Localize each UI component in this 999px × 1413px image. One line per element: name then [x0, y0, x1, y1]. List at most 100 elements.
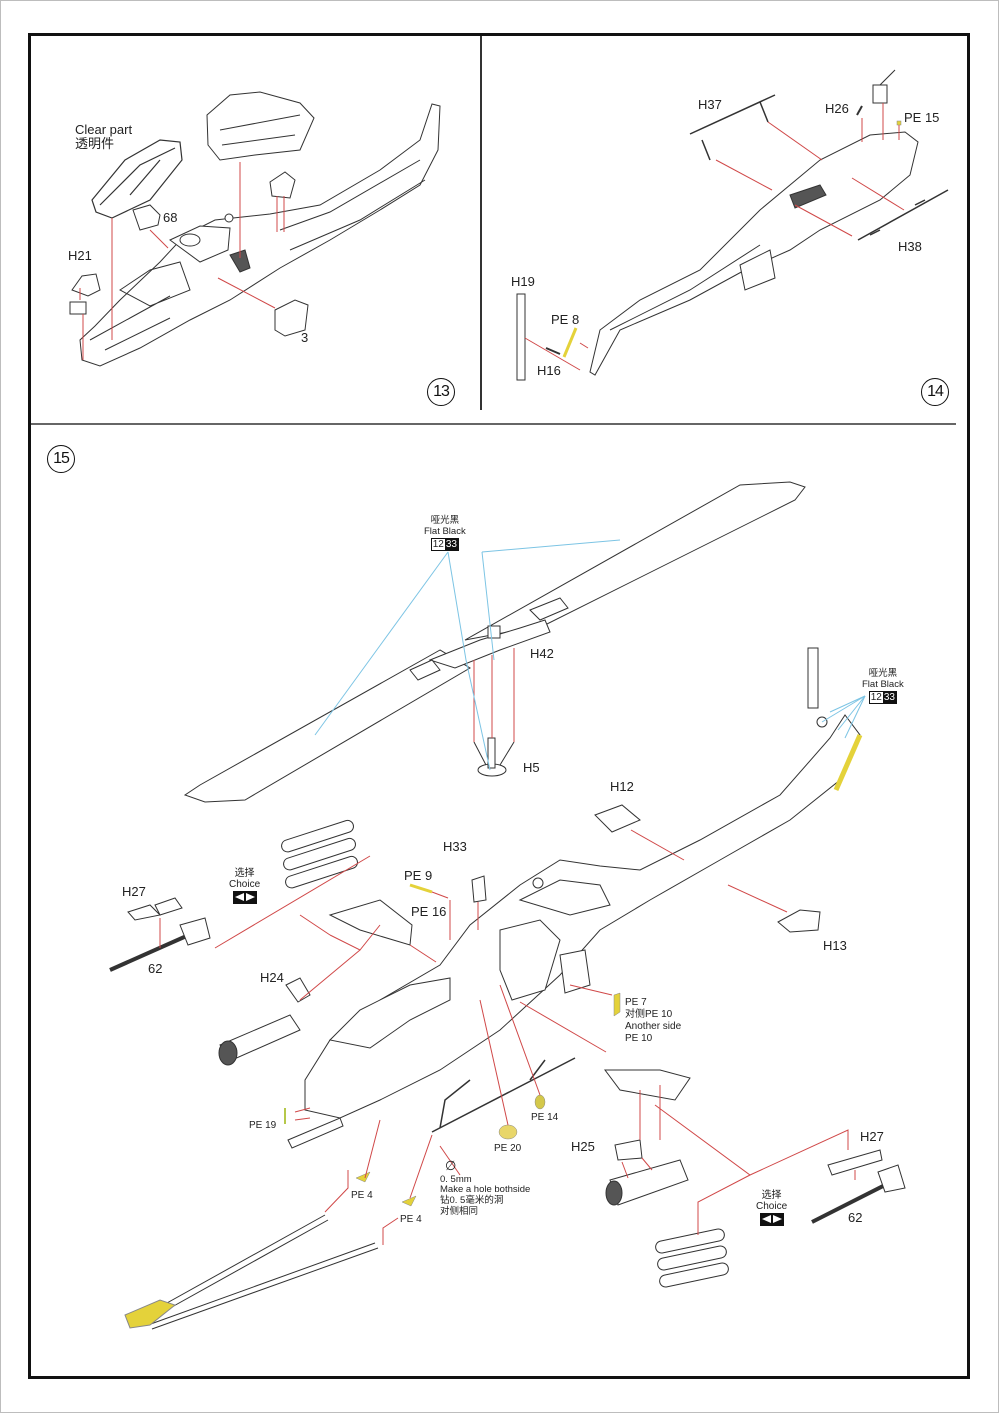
choice-arrows-icon	[232, 891, 257, 904]
step15-part-pe4-a	[355, 1171, 371, 1183]
label-part-pe8: PE 8	[551, 312, 580, 327]
label-clear-part: Clear part	[75, 122, 133, 137]
step15-right-rocket-pod	[655, 1228, 729, 1288]
label-part-68: 68	[163, 210, 178, 225]
label-part-h38: H38	[898, 239, 922, 254]
step15-right-gun-pod	[605, 1159, 689, 1206]
label-part-h33: H33	[443, 839, 467, 854]
step13-part-68	[132, 204, 161, 231]
step15-main-rotor-blades	[183, 481, 806, 803]
step13-leader-lines	[79, 162, 285, 360]
step14-skid-h38	[857, 189, 949, 241]
step15-boarding-step-struts	[124, 1214, 379, 1330]
choice-label-cn: 选择	[761, 1190, 782, 1201]
step13-clear-canopy	[91, 139, 183, 219]
step13-fin-part	[269, 171, 296, 199]
step14-helicopter-underside	[589, 131, 919, 376]
label-part-pe15: PE 15	[904, 110, 940, 125]
label-part-pe9: PE 9	[404, 868, 433, 883]
step13-part-h21-block	[69, 301, 87, 315]
step15-part-pe20	[498, 1124, 518, 1140]
step15-part-pe7	[613, 992, 621, 1017]
step14-part-pe15	[896, 120, 902, 126]
step14-leader-lines	[524, 103, 905, 371]
label-part-pe16: PE 16	[411, 904, 447, 919]
step13-engine-cover	[206, 91, 315, 161]
step15-part-pe4-b	[401, 1195, 417, 1207]
instruction-frame	[28, 33, 970, 1379]
hole-note-cn-1: 钻0. 5毫米的洞	[440, 1195, 504, 1206]
label-part-62-right: 62	[848, 1210, 863, 1225]
step15-part-h12	[594, 804, 641, 833]
label-part-h21: H21	[68, 248, 92, 263]
step15-paint-leader-lines	[314, 539, 866, 771]
label-part-h42: H42	[530, 646, 554, 661]
label-part-h12: H12	[610, 779, 634, 794]
label-pe7-other-side-en: Another side	[625, 1021, 682, 1032]
step15-helicopter-body	[304, 714, 861, 1119]
label-part-h5: H5	[523, 760, 540, 775]
step-number-15: 15	[47, 445, 75, 473]
step14-skid-h37	[689, 94, 776, 161]
hole-diameter-symbol: ∅	[445, 1158, 457, 1173]
step13-helicopter-fuselage	[79, 103, 441, 367]
step14-part-h19	[516, 293, 526, 381]
choice-label-en: Choice	[229, 879, 261, 890]
step15-nose-gun	[287, 1117, 344, 1149]
choice-arrows-icon	[759, 1213, 784, 1226]
step15-right-missile	[811, 1149, 906, 1224]
label-part-h24: H24	[260, 970, 284, 985]
step15-left-rocket-pod	[281, 819, 358, 889]
choice-label-en: Choice	[756, 1201, 788, 1212]
step15-left-gun-pod-h24	[218, 977, 311, 1066]
step13-part-h21-cap	[71, 273, 101, 297]
step15-part-h33	[471, 875, 487, 903]
label-part-pe7: PE 7	[625, 997, 647, 1008]
step13-part-3	[274, 299, 309, 337]
step15-h25-rack	[614, 1139, 643, 1161]
step-number-14: 14	[921, 378, 949, 406]
label-part-h26: H26	[825, 101, 849, 116]
label-part-pe19: PE 19	[249, 1120, 277, 1131]
hole-size-note: 0. 5mm	[440, 1174, 472, 1185]
step15-left-missile	[109, 897, 211, 972]
label-pe7-other-side-cn: 对侧PE 10	[625, 1009, 673, 1020]
step15-right-pylon	[604, 1069, 691, 1101]
choice-callout-left: 选择 Choice	[229, 868, 260, 904]
label-part-h37: H37	[698, 97, 722, 112]
paint-name-en: Flat Black	[424, 526, 466, 537]
step15-part-h13	[777, 909, 821, 933]
label-clear-part-cn: 透明件	[75, 136, 115, 151]
step15-rotor-hub-h42	[409, 597, 569, 681]
step14-part-h16	[545, 347, 561, 355]
step15-part-pe14	[534, 1094, 546, 1110]
label-part-pe4-b: PE 4	[400, 1214, 422, 1225]
step15-tail-pe-strip	[833, 734, 863, 791]
step15-leader-lines	[159, 648, 856, 1245]
label-part-h13: H13	[823, 938, 847, 953]
step14-rotor-mast	[872, 69, 896, 104]
choice-callout-right: 选择 Choice	[756, 1190, 787, 1226]
label-part-h27-right: H27	[860, 1129, 884, 1144]
step15-skid-gear	[431, 1057, 576, 1133]
paint-name-cn: 哑光黑	[430, 515, 460, 526]
step-number-13: 13	[427, 378, 455, 406]
label-part-pe4-a: PE 4	[351, 1190, 373, 1201]
paint-name-en: Flat Black	[862, 679, 904, 690]
label-part-pe20: PE 20	[494, 1143, 522, 1154]
label-part-h25: H25	[571, 1139, 595, 1154]
step14-part-h26	[856, 105, 863, 116]
step15-rotor-mast-h5	[473, 737, 515, 777]
choice-label-cn: 选择	[234, 868, 255, 879]
step15-part-pe9	[409, 883, 433, 894]
step15-left-pylon	[328, 899, 413, 946]
label-part-62-left: 62	[148, 961, 163, 976]
hole-note-en: Make a hole bothside	[440, 1184, 531, 1195]
label-part-pe14: PE 14	[531, 1112, 559, 1123]
label-part-3: 3	[301, 330, 309, 345]
